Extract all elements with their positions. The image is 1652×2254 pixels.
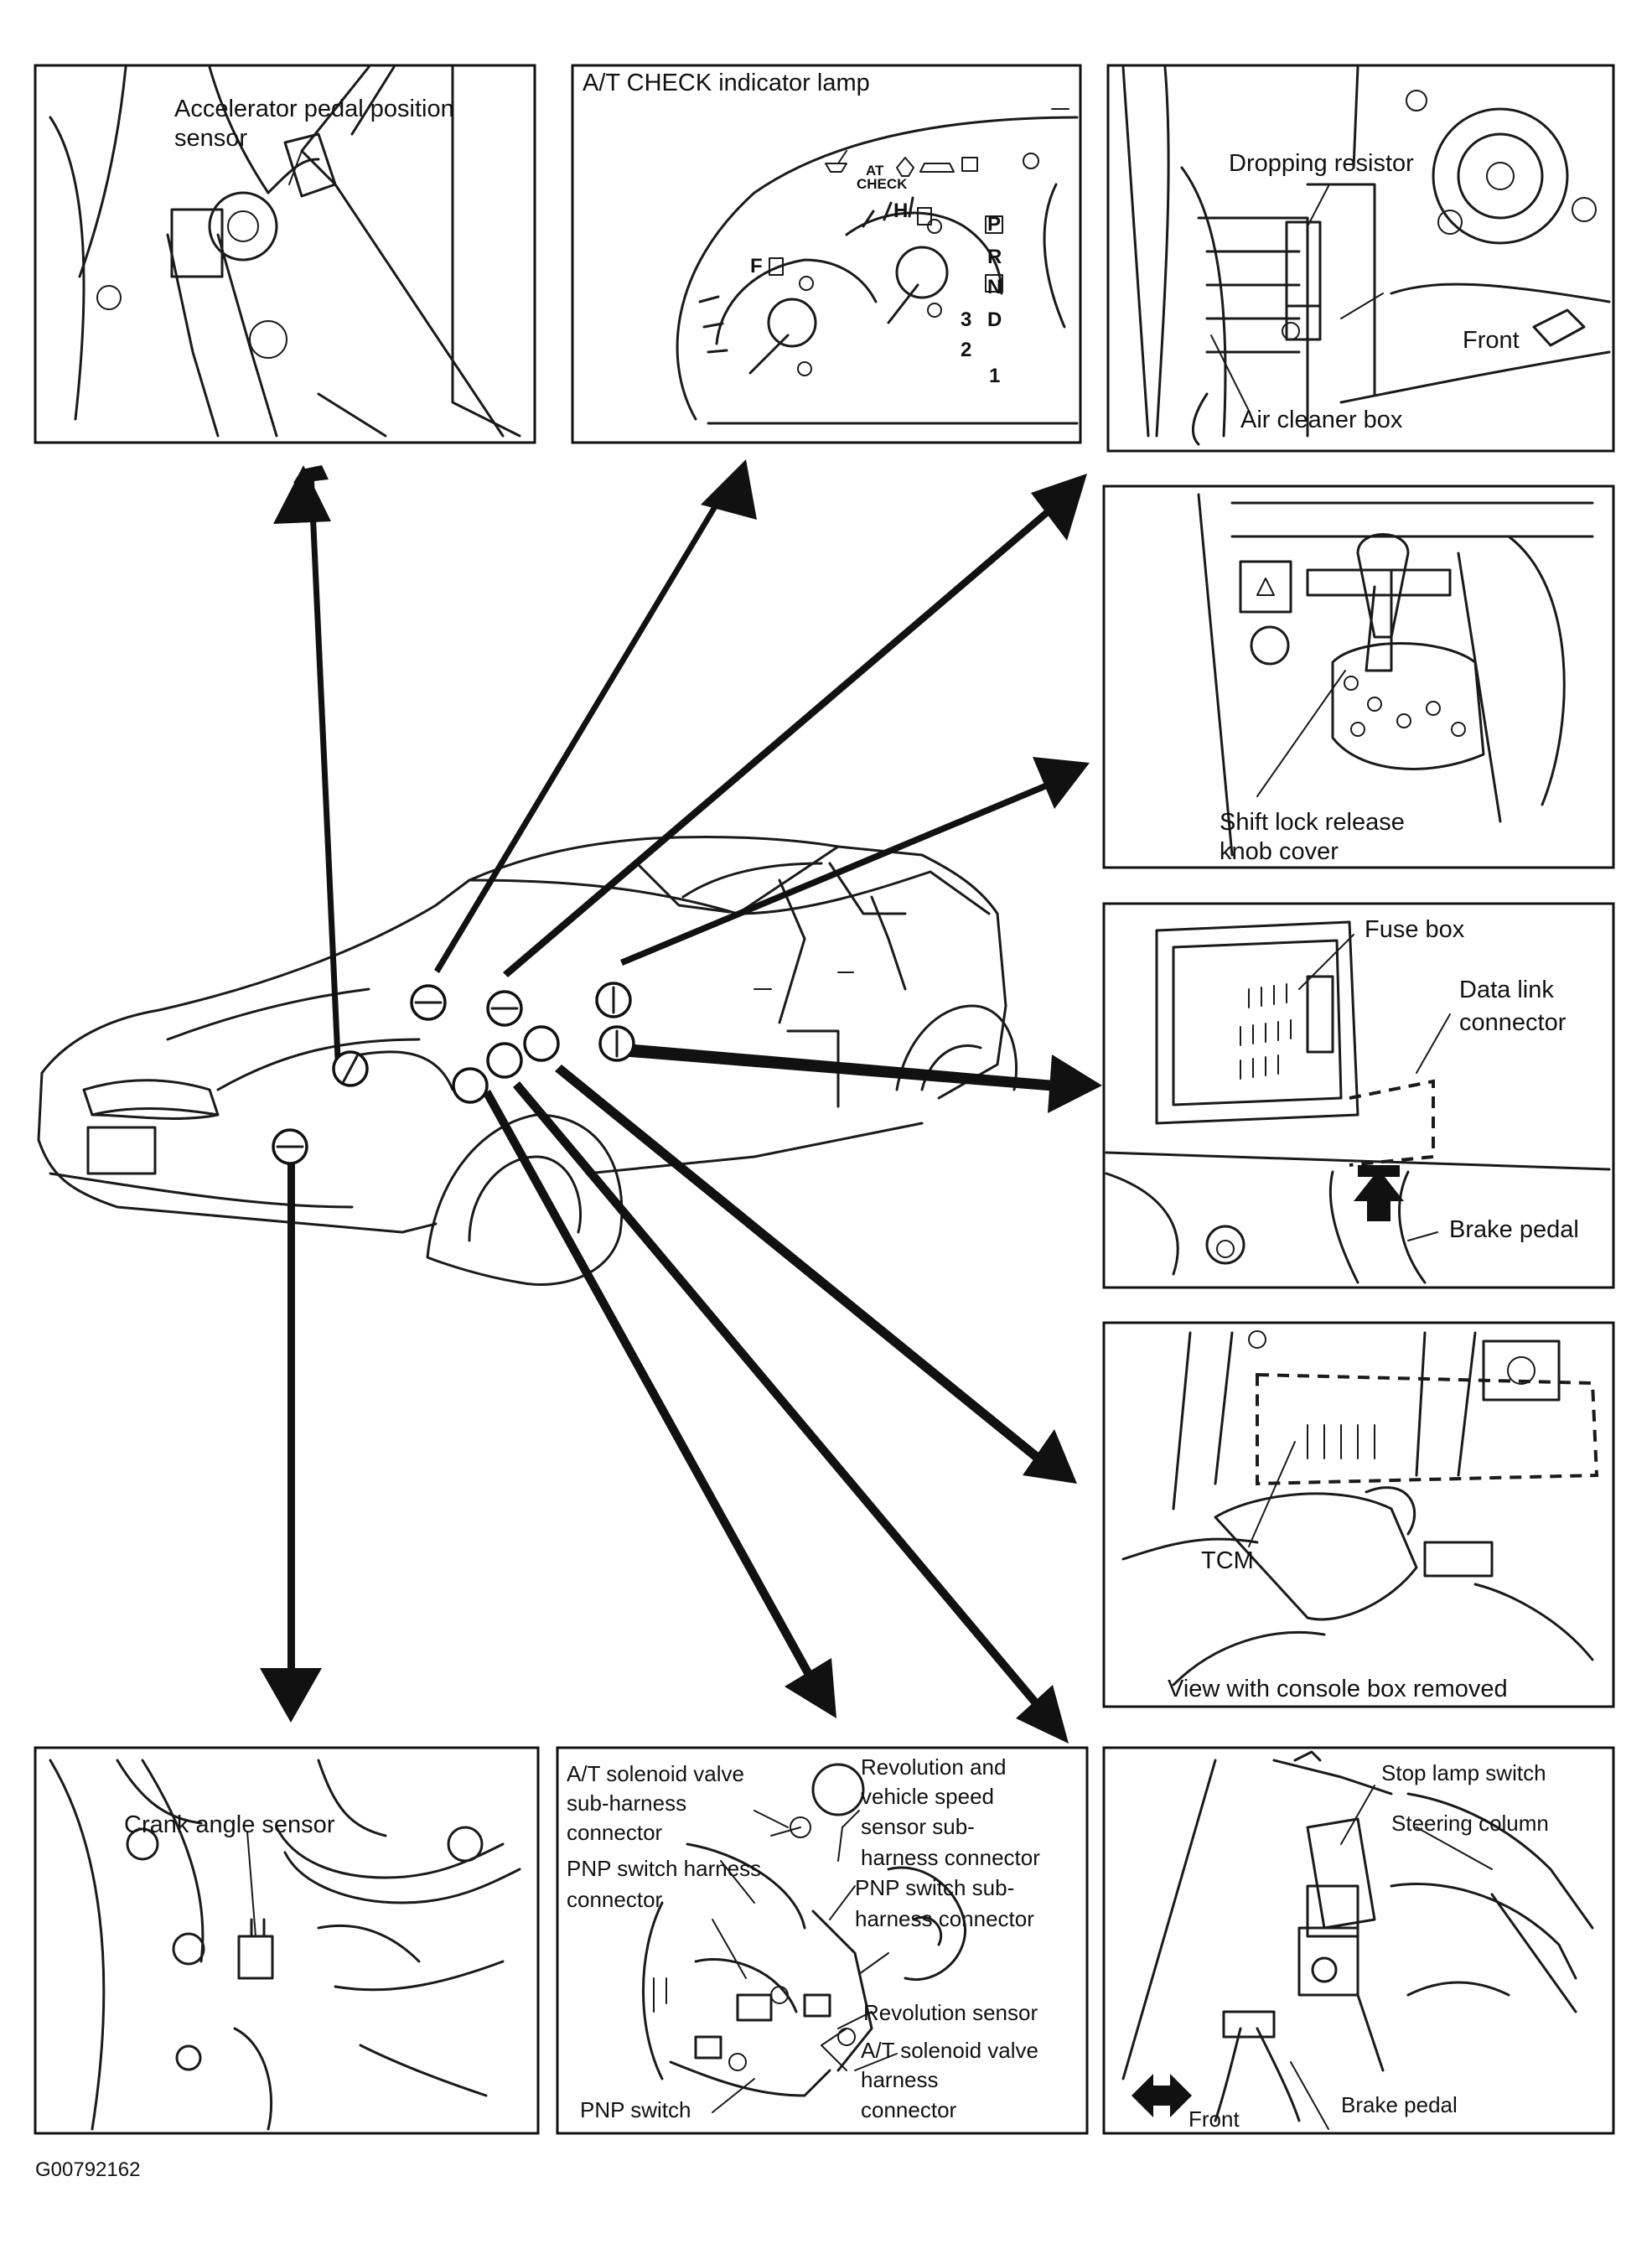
accelerator-label-line1: Accelerator pedal position [174,96,454,122]
data-link-label-line1: Data link [1459,977,1554,1003]
dropping-resistor-label: Dropping resistor [1229,150,1414,177]
figure-id: G00792162 [35,2158,141,2181]
shift-lock-label-line1: Shift lock release [1220,809,1405,836]
callout-transmission [452,1067,489,1104]
label-leader-lines [246,150,1493,2130]
revolution-speed-line2: vehicle speed [861,1784,994,1809]
arrow-head-accelerator [273,465,331,524]
arrow-head-cluster [701,459,757,520]
gear-indicator-1: 1 [989,365,1001,387]
gear-indicator-n: N [987,276,1002,298]
arrow-head-dropping [1031,474,1087,541]
solenoid-subharness-line3: connector [567,1820,663,1845]
air-cleaner-box-label: Air cleaner box [1240,407,1403,433]
callout-markers [272,982,635,1165]
pnp-subharness-line2: harness connector [855,1906,1034,1931]
dropping-resistor-panel [1106,64,1615,453]
solenoid-subharness-line1: A/T solenoid valve [567,1761,744,1786]
shift-lock-label-line2: knob cover [1220,838,1339,865]
arrow-head-shift-lock [1033,757,1090,809]
gear-indicator-3: 3 [961,308,972,331]
gear-indicator-d: D [987,308,1002,331]
pnp-harness-line2: connector [567,1887,663,1912]
cluster-panel [571,64,1082,444]
gear-indicator-p: P [987,213,1002,236]
gear-indicator-r: R [987,246,1002,268]
tcm-label: TCM [1201,1547,1254,1574]
fuse-box-label: Fuse box [1365,916,1465,943]
crank-angle-label: Crank angle sensor [124,1811,335,1838]
check-indicator-line2: CHECK [857,176,908,192]
arrow-head-stop-lamp [1016,1685,1069,1744]
data-link-label-line2: connector [1459,1009,1567,1036]
pnp-switch-label: PNP switch [580,2097,691,2122]
dropping-front-label: Front [1463,327,1520,354]
check-indicator-line1: AT [866,163,884,179]
transmission-artwork [642,1763,966,2097]
stop-lamp-switch-label: Stop lamp switch [1381,1760,1546,1785]
fuse-box-artwork [1105,920,1611,1284]
callout-tcm [523,1025,560,1062]
leader-arrows [260,459,1102,1744]
pnp-subharness-line1: PNP switch sub- [855,1875,1015,1900]
transmission-panel [556,1746,1089,2135]
revolution-sensor-label: Revolution sensor [863,2000,1038,2025]
revolution-speed-line3: sensor sub- [861,1814,975,1839]
crank-angle-artwork [49,1759,521,2131]
accelerator-label-line2: sensor [174,125,248,152]
fuse-brake-pedal-label: Brake pedal [1449,1216,1579,1243]
gear-indicator-2: 2 [961,339,972,361]
pnp-harness-line1: PNP switch harness [567,1856,762,1881]
stop-lamp-front-label: Front [1189,2106,1240,2132]
tcm-panel [1102,1321,1615,1708]
tcm-caption: View with console box removed [1168,1676,1508,1702]
solenoid-harness-line2: harness [861,2067,939,2092]
solenoid-subharness-line2: sub-harness [567,1790,687,1816]
steering-column-label: Steering column [1391,1811,1549,1836]
solenoid-harness-line3: connector [861,2097,957,2122]
temp-gauge-letter: H [893,199,909,222]
crank-angle-panel [34,1746,540,2135]
callout-stop-lamp [486,1042,523,1079]
shift-lock-artwork [1197,493,1594,857]
solenoid-harness-line1: A/T solenoid valve [861,2038,1038,2063]
arrow-head-crank [260,1668,322,1723]
arrow-head-transmission [785,1658,836,1718]
stop-lamp-brake-pedal-label: Brake pedal [1341,2092,1458,2117]
revolution-speed-line1: Revolution and [861,1754,1007,1780]
arrow-head-tcm [1023,1429,1077,1484]
cluster-title: A/T CHECK indicator lamp [583,70,870,96]
car-illustration [37,835,1018,1286]
fuel-gauge-letter: F [750,255,763,277]
cluster-artwork [676,108,1079,425]
tcm-artwork [1121,1330,1599,1687]
stop-lamp-artwork [1121,1750,1594,2122]
revolution-speed-line4: harness connector [861,1845,1040,1870]
dropping-resistor-artwork [1121,65,1611,446]
accelerator-artwork [49,65,521,438]
arrow-head-fuse [1048,1054,1102,1113]
